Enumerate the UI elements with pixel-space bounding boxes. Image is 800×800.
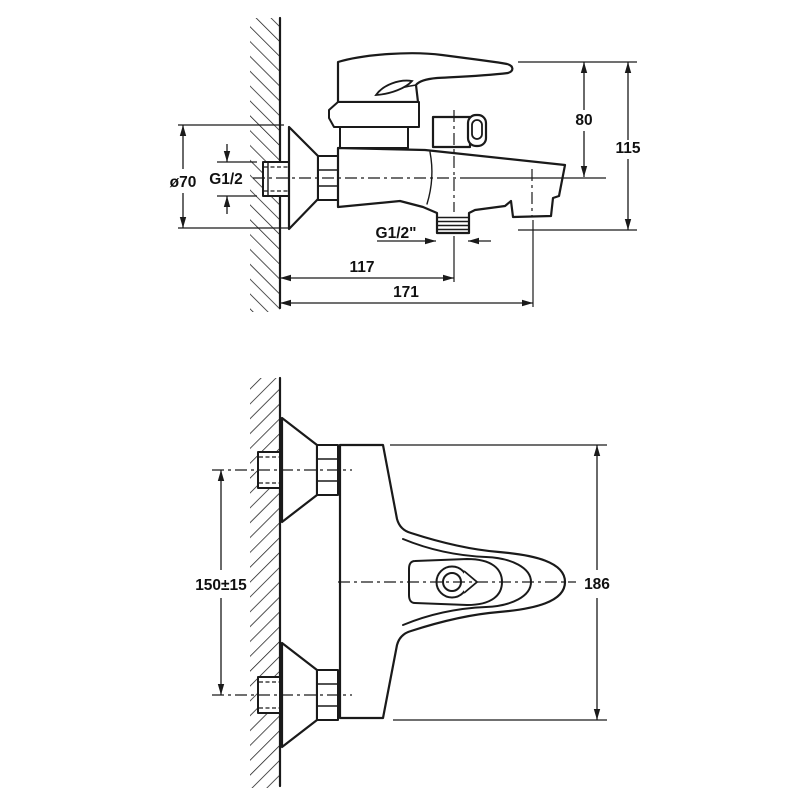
plan-view: 150±15 186 [195,376,610,788]
arrowhead [280,274,291,282]
arrowhead [468,237,479,245]
handle-lever [336,52,514,104]
arrowhead [443,274,454,282]
arrowhead [179,217,187,228]
dim-label-80: 80 [575,112,592,129]
dim-label-flange-diameter: ø70 [170,174,197,191]
arrowhead [217,684,225,695]
dim-label-115: 115 [615,140,640,157]
arrowhead [624,62,632,73]
arrowhead [217,470,225,481]
plan-view-centerlines [212,469,576,696]
dim-flange-diameter: ø70 [170,125,197,228]
mounting-nut-upper-facets [316,458,339,482]
dim-overall-width: 186 [584,445,610,720]
body-collar [339,126,409,149]
mounting-nut-lower-facets [316,683,339,707]
dim-wall-to-spout-outlet: 171 [280,284,533,307]
shower-hook-slot [471,119,483,140]
inlet-pipe-thread-lines [264,166,288,192]
shower-outlet-thread-ridges [437,216,469,231]
dim-wall-to-shower-outlet: 117 [280,259,454,282]
supply-pipe-lower-threads [259,681,279,709]
shower-hook-base [431,115,472,149]
plan-view-extension-lines [390,444,607,721]
arrowhead [280,299,291,307]
lever-scoop-slot [374,79,414,97]
arrowhead [223,196,231,207]
supply-pipe-upper-threads [259,456,279,484]
dim-mounting-centers: 150±15 [195,470,247,695]
dim-label-117: 117 [349,259,374,276]
arrowhead [179,125,187,136]
dim-label-shower-thread: G1/2" [376,225,417,242]
arrowhead [223,151,231,162]
dim-shower-thread: G1/2" [376,225,491,245]
side-view-centerlines [253,110,533,217]
arrowhead [522,299,533,307]
side-elevation-view: ø70 G1/2 80 115 G1/2" [170,16,641,312]
arrowhead [580,166,588,177]
arrowhead [624,219,632,230]
side-view-extension-lines [178,61,637,307]
dim-overall-height: 115 [615,62,641,230]
mounting-nut-facets [317,169,339,187]
dim-label-171: 171 [393,284,419,301]
dim-label-186: 186 [584,576,610,593]
arrowhead [593,709,601,720]
arrowhead [593,445,601,456]
dim-label-150: 150±15 [195,577,247,594]
cartridge-cap [328,101,420,128]
dim-top-to-spout-axis: 80 [575,62,593,177]
faucet-body-and-spout [336,146,567,235]
arrowhead [425,237,436,245]
dim-inlet-thread: G1/2 [209,144,243,214]
dim-label-inlet-thread: G1/2 [209,171,243,188]
wall-hatch-plan [250,378,280,788]
arrowhead [580,62,588,73]
